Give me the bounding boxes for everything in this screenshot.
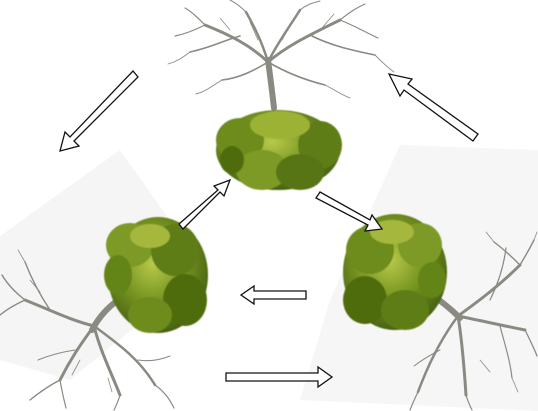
- arrow-left-to-top: [179, 180, 230, 229]
- arrow-top-to-left: [60, 71, 138, 151]
- tree-top: [168, 0, 394, 190]
- tree-right-canopy: [343, 214, 447, 330]
- tree-top-canopy: [216, 110, 342, 190]
- arrow-right-to-left: [241, 286, 306, 304]
- tree-top-branches: [168, 0, 394, 108]
- arrow-right-to-top: [389, 74, 478, 141]
